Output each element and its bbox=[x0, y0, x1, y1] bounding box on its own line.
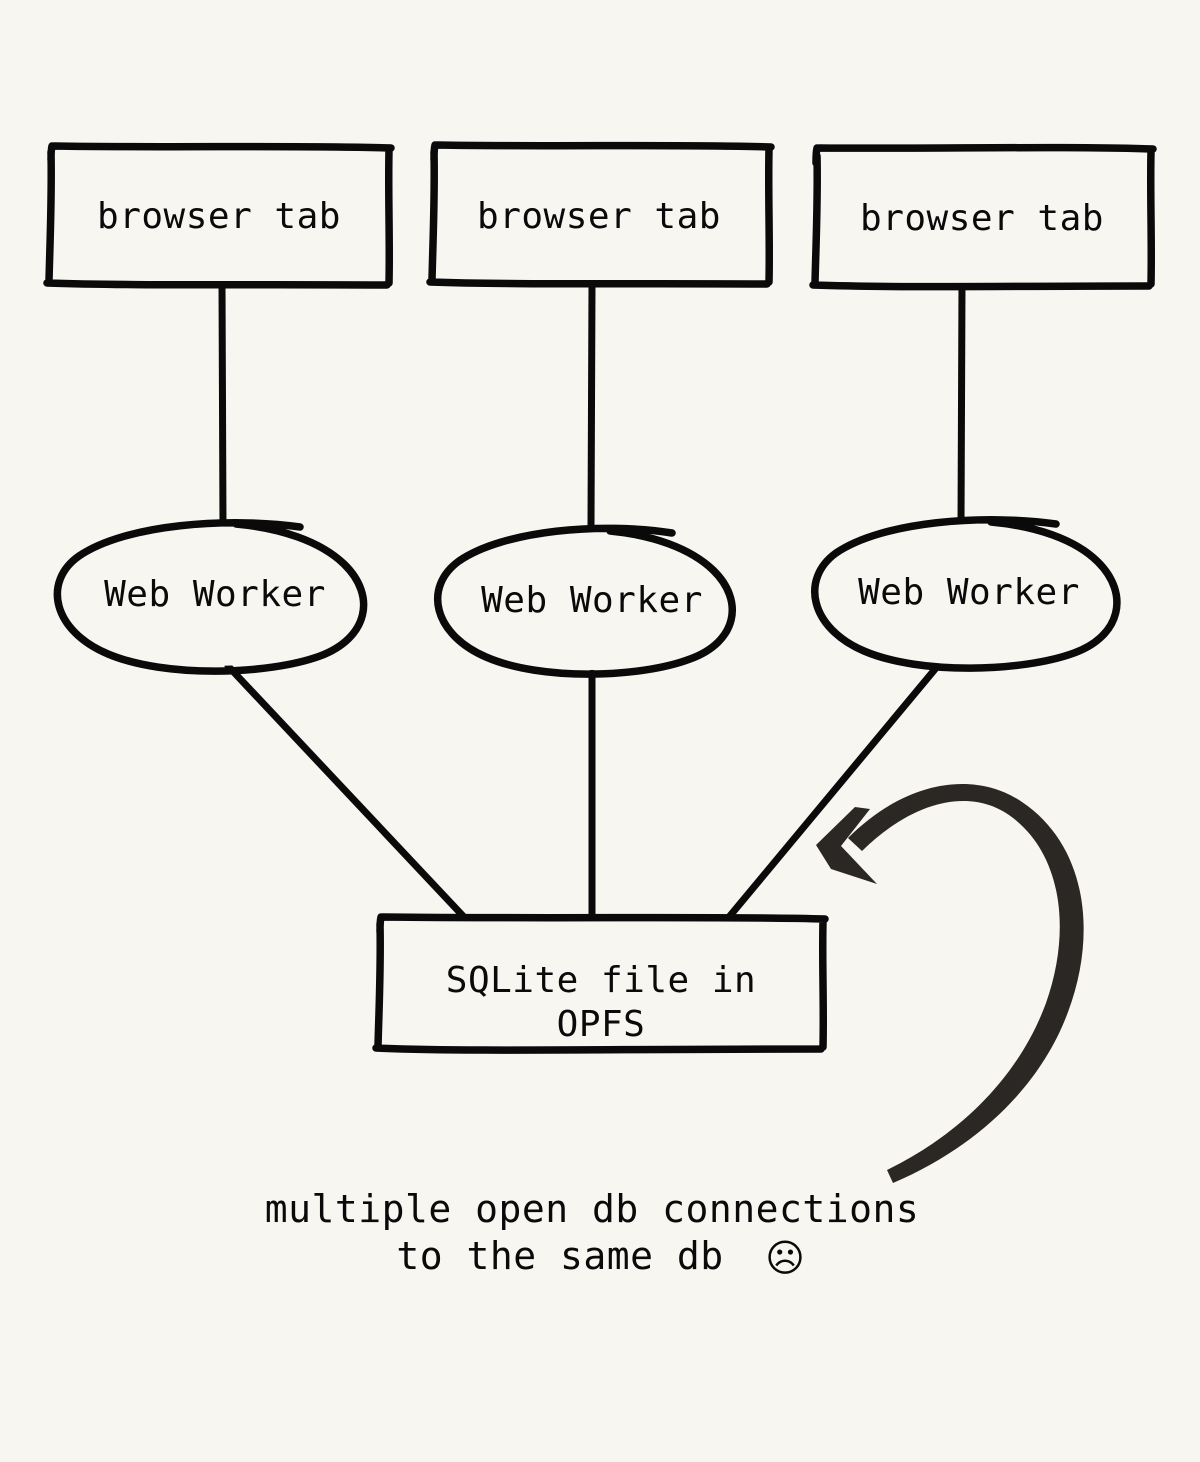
connector-tab3-worker3 bbox=[957, 281, 966, 529]
node-web-worker-3[interactable]: Web Worker bbox=[811, 516, 1123, 672]
connector-group-worker-to-storage bbox=[224, 662, 940, 921]
annotation-caption: multiple open db connections to the same… bbox=[265, 1187, 920, 1280]
node-web-worker-2[interactable]: Web Worker bbox=[433, 524, 741, 678]
web-worker-3-label: Web Worker bbox=[858, 572, 1080, 613]
annotation-caption-line2: to the same db bbox=[396, 1234, 723, 1278]
connector-worker1-storage bbox=[224, 662, 468, 921]
sqlite-opfs-label-line2: OPFS bbox=[557, 1004, 646, 1045]
web-worker-2-label: Web Worker bbox=[481, 580, 703, 621]
connector-worker3-storage bbox=[725, 664, 940, 921]
browser-tab-1-outline bbox=[43, 142, 395, 289]
browser-tab-2-label: browser tab bbox=[477, 196, 721, 237]
sad-face-icon: ☹ bbox=[765, 1236, 805, 1280]
connector-tab2-worker2 bbox=[587, 281, 596, 529]
web-worker-1-label: Web Worker bbox=[104, 574, 326, 615]
browser-tab-2-outline bbox=[426, 141, 775, 288]
node-browser-tab-2[interactable]: browser tab bbox=[426, 141, 775, 288]
annotation-arrow-curve bbox=[848, 783, 1084, 1183]
web-worker-1-outline bbox=[53, 519, 368, 675]
node-sqlite-opfs[interactable]: SQLite file in OPFS bbox=[372, 913, 829, 1054]
web-worker-3-outline bbox=[811, 516, 1121, 672]
browser-tab-1-label: browser tab bbox=[97, 196, 341, 237]
sqlite-opfs-label-line1: SQLite file in bbox=[446, 960, 756, 1001]
annotation-caption-line1: multiple open db connections bbox=[265, 1187, 920, 1231]
browser-tab-3-label: browser tab bbox=[860, 198, 1104, 239]
web-worker-2-outline bbox=[433, 524, 736, 678]
node-web-worker-1[interactable]: Web Worker bbox=[53, 519, 370, 675]
sqlite-opfs-outline bbox=[372, 913, 829, 1054]
connector-group-tab-to-worker bbox=[218, 281, 966, 531]
browser-tab-3-outline bbox=[809, 143, 1157, 291]
node-browser-tab-1[interactable]: browser tab bbox=[43, 142, 395, 289]
annotation-arrowhead bbox=[816, 807, 877, 884]
annotation-arrow bbox=[816, 783, 1084, 1183]
connector-tab1-worker1 bbox=[218, 281, 227, 531]
node-browser-tab-3[interactable]: browser tab bbox=[809, 143, 1157, 291]
